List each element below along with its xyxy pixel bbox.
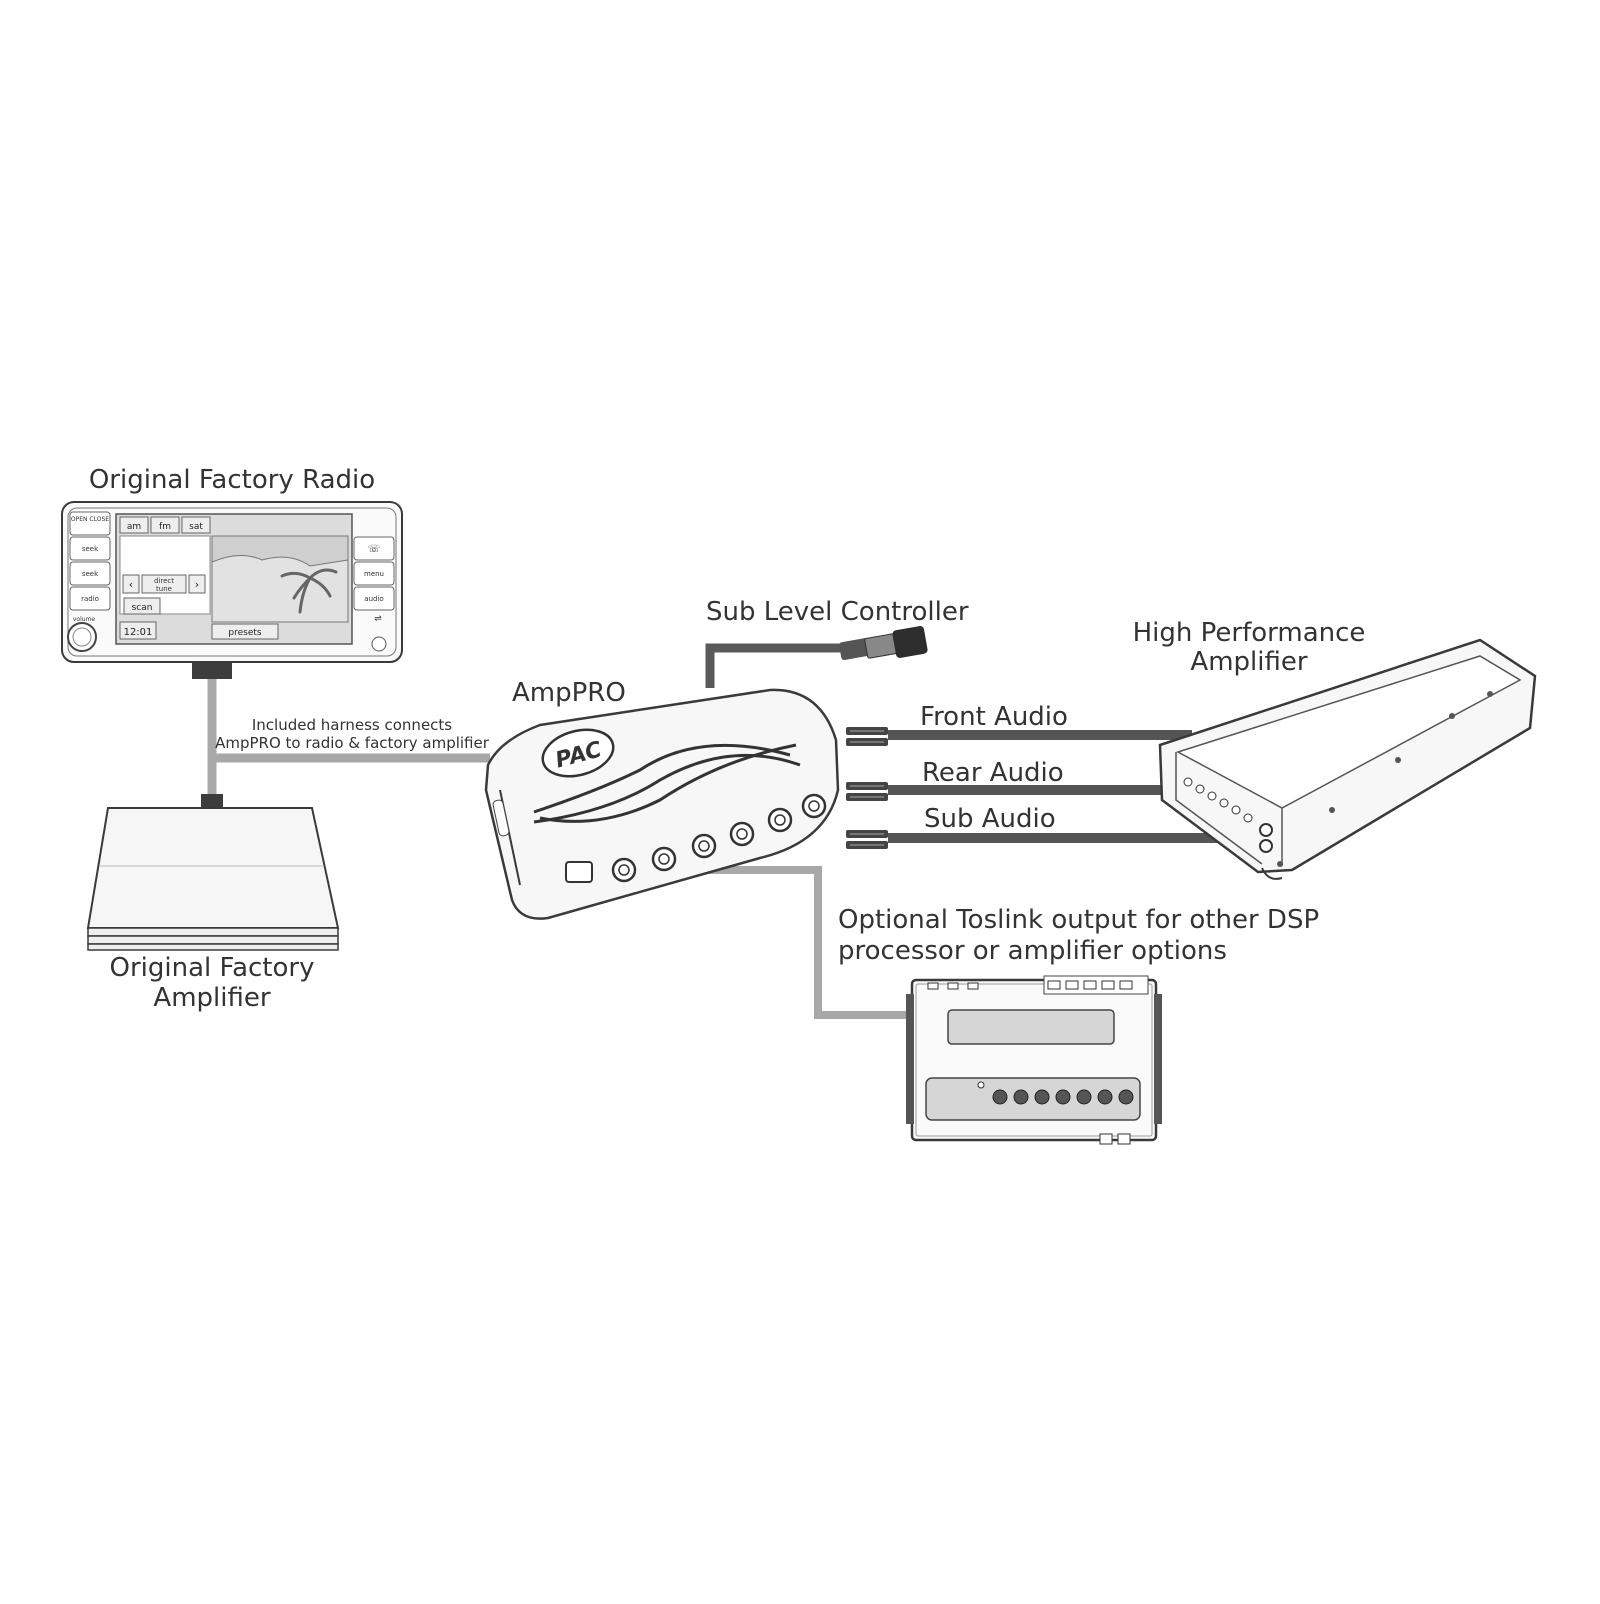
volume-knob-icon <box>67 622 97 652</box>
rca-plug-front <box>846 727 888 746</box>
rca-plug-rear <box>846 782 888 801</box>
radio-left-buttons: OPEN CLOSE seek seek radio volume <box>67 511 111 652</box>
seek-down-button-label: seek <box>82 570 99 578</box>
tab-am[interactable]: am <box>127 522 141 532</box>
tab-fm[interactable]: fm <box>159 522 171 532</box>
direct-tune-label-2: tune <box>156 585 172 593</box>
chevron-right-icon: › <box>195 578 199 591</box>
amppro-unit: PAC <box>484 688 840 920</box>
sub-controller-label: Sub Level Controller <box>706 597 969 627</box>
tune-up-button[interactable] <box>188 574 206 594</box>
pac-logo-badge <box>541 728 615 778</box>
audio-button-label: audio <box>364 595 383 603</box>
radio-button-label: radio <box>81 595 99 603</box>
direct-tune-button[interactable] <box>141 574 187 594</box>
rca-plugs <box>846 727 888 849</box>
volume-label: volume <box>73 616 96 623</box>
amppro-rca-jacks <box>611 793 827 883</box>
power-knob-icon <box>371 636 387 652</box>
dsp-rca-jacks <box>992 1089 1134 1105</box>
labels: Original Factory Radio Original Factory … <box>89 465 1366 1013</box>
dsp-processor <box>906 975 1162 1145</box>
presets-button[interactable] <box>211 623 279 640</box>
rca-plug-sub <box>846 830 888 849</box>
seek-up-button-label: seek <box>82 545 99 553</box>
palm-tree-icon <box>280 568 338 614</box>
factory-amp-label-2: Amplifier <box>153 983 270 1013</box>
radio-harness-connector <box>192 663 232 679</box>
rear-audio-label: Rear Audio <box>922 758 1064 788</box>
toslink-label-1: Optional Toslink output for other DSP <box>838 905 1319 935</box>
hp-amp-label-1: High Performance <box>1133 618 1366 648</box>
scan-label: scan <box>132 603 153 613</box>
sub-knob-icon[interactable] <box>892 625 928 658</box>
open-close-button-label: OPEN CLOSE <box>71 516 109 523</box>
factory-amp-label-1: Original Factory <box>110 953 315 983</box>
dsp-display <box>947 1009 1115 1045</box>
phone-icon: ☏ <box>368 544 381 555</box>
hp-amp-label-2: Amplifier <box>1190 647 1307 677</box>
factory-amplifier <box>86 794 340 951</box>
usb-icon: ⇌ <box>374 614 382 624</box>
toslink-port <box>565 861 593 883</box>
high-performance-amplifier <box>1158 638 1537 880</box>
dsp-top-ports <box>927 975 1149 995</box>
radio-title: Original Factory Radio <box>89 465 375 495</box>
amppro-label: AmpPRO <box>512 678 626 708</box>
radio-screen: am fm sat ‹ direct tune › scan 12:01 pre… <box>115 513 353 645</box>
direct-tune-label-1: direct <box>154 577 174 585</box>
sub-level-controller <box>839 625 928 660</box>
toslink-label-2: processor or amplifier options <box>838 936 1227 966</box>
scan-button[interactable] <box>123 597 161 615</box>
clock-display: 12:01 <box>124 627 153 638</box>
sub-audio-label: Sub Audio <box>924 804 1056 834</box>
chevron-left-icon: ‹ <box>129 578 133 591</box>
factory-radio: OPEN CLOSE seek seek radio volume ☏ menu… <box>61 501 403 679</box>
tab-sat[interactable]: sat <box>189 522 203 532</box>
tune-down-button[interactable] <box>122 574 140 594</box>
toslink-cable <box>665 866 912 1019</box>
harness-label-2: AmpPRO to radio & factory amplifier <box>215 734 490 752</box>
sub-controller-cable <box>705 643 848 688</box>
menu-button-label: menu <box>364 570 384 578</box>
harness-label-1: Included harness connects <box>252 716 452 734</box>
radio-right-buttons: ☏ menu audio ⇌ <box>353 536 395 652</box>
factory-amp-connector <box>201 794 223 808</box>
hp-amp-control-panel <box>1183 777 1273 853</box>
presets-label: presets <box>228 628 262 638</box>
wires <box>207 643 1250 1019</box>
front-audio-label: Front Audio <box>920 702 1068 732</box>
